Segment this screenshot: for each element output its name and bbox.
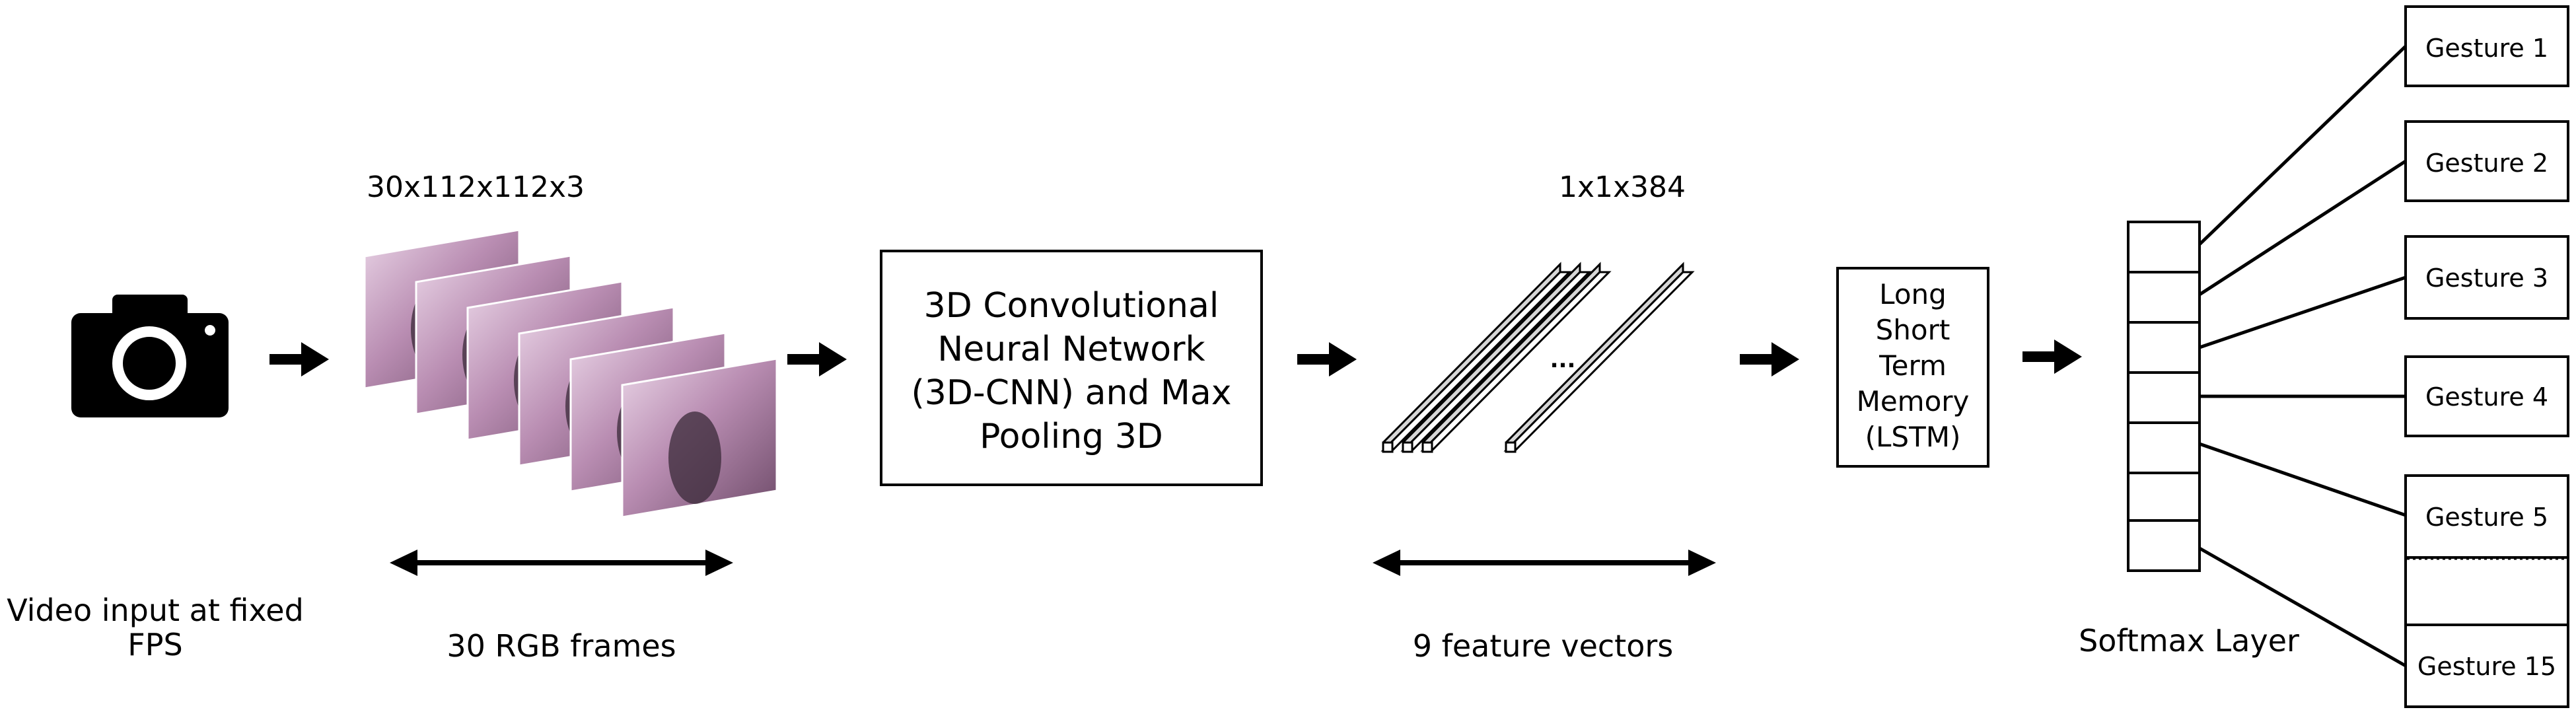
features-span-arrow xyxy=(1373,550,1716,576)
lstm-text-line4: Memory xyxy=(1857,385,1970,417)
gesture-box xyxy=(2404,355,2569,437)
frame-person-silhouette xyxy=(668,412,721,504)
softmax-cell-dotted xyxy=(2127,472,2201,520)
softmax-connectors xyxy=(2198,45,2407,668)
softmax-cell xyxy=(2127,271,2201,324)
gesture-label: Gesture 5 xyxy=(2425,503,2548,532)
gesture-label: Gesture 1 xyxy=(2425,34,2548,63)
gesture-label: Gesture 15 xyxy=(2417,652,2556,681)
lstm-box xyxy=(1836,267,1989,468)
softmax-cell xyxy=(2127,371,2201,424)
feature-vectors xyxy=(1380,262,1695,453)
gesture-label: Gesture 4 xyxy=(2425,382,2548,412)
camera-icon xyxy=(71,295,229,417)
cnn-text-line1: 3D Convolutional xyxy=(924,286,1219,326)
lstm-text-line1: Long xyxy=(1879,278,1947,310)
features-shape-label: 1x1x384 xyxy=(1559,170,1686,204)
cnn-box xyxy=(880,250,1263,486)
softmax-cell xyxy=(2127,221,2201,273)
lstm-text-line3: Term xyxy=(1878,349,1947,382)
softmax-cell xyxy=(2127,321,2201,374)
feature-vector xyxy=(1420,262,1612,453)
cnn-text-line2: Neural Network xyxy=(937,330,1205,369)
gesture-box xyxy=(2404,5,2569,87)
arrow-frames-to-cnn xyxy=(787,342,847,376)
gesture-outputs: Gesture 1 Gesture 2 Gesture 3 Gesture 4 … xyxy=(2404,5,2569,708)
gesture-label: Gesture 2 xyxy=(2425,149,2548,178)
arrow-camera-to-frames xyxy=(269,342,329,376)
gesture-box xyxy=(2404,474,2569,559)
lstm-text-line2: Short xyxy=(1876,314,1950,346)
frame-stack xyxy=(363,229,778,519)
feature-vector xyxy=(1503,262,1695,453)
softmax-cell xyxy=(2127,421,2201,474)
gesture-box xyxy=(2404,120,2569,202)
arrow-features-to-lstm xyxy=(1740,342,1799,376)
frames-shape-label: 30x112x112x3 xyxy=(367,170,585,204)
gesture-box-dotted xyxy=(2404,557,2569,625)
cnn-text-line3: (3D-CNN) and Max xyxy=(912,373,1232,413)
lstm-text-line5: (LSTM) xyxy=(1865,421,1961,453)
arrow-lstm-to-softmax xyxy=(2022,340,2082,374)
gesture-box xyxy=(2404,624,2569,708)
cnn-text-line4: Pooling 3D xyxy=(980,417,1163,456)
feature-vector xyxy=(1400,262,1592,453)
arrow-cnn-to-features xyxy=(1297,342,1357,376)
features-ellipsis: ... xyxy=(1550,347,1576,373)
gesture-label: Gesture 3 xyxy=(2425,264,2548,293)
frames-caption: 30 RGB frames xyxy=(447,628,676,664)
features-caption: 9 feature vectors xyxy=(1413,628,1673,664)
softmax-layer xyxy=(2127,221,2201,572)
gesture-box xyxy=(2404,235,2569,320)
feature-vector xyxy=(1380,262,1572,453)
softmax-caption: Softmax Layer xyxy=(2079,623,2299,659)
frames-span-arrow xyxy=(390,550,733,576)
input-label-line1: Video input at fixed xyxy=(7,592,304,628)
softmax-cell xyxy=(2127,519,2201,572)
input-label-line2: FPS xyxy=(127,627,182,662)
